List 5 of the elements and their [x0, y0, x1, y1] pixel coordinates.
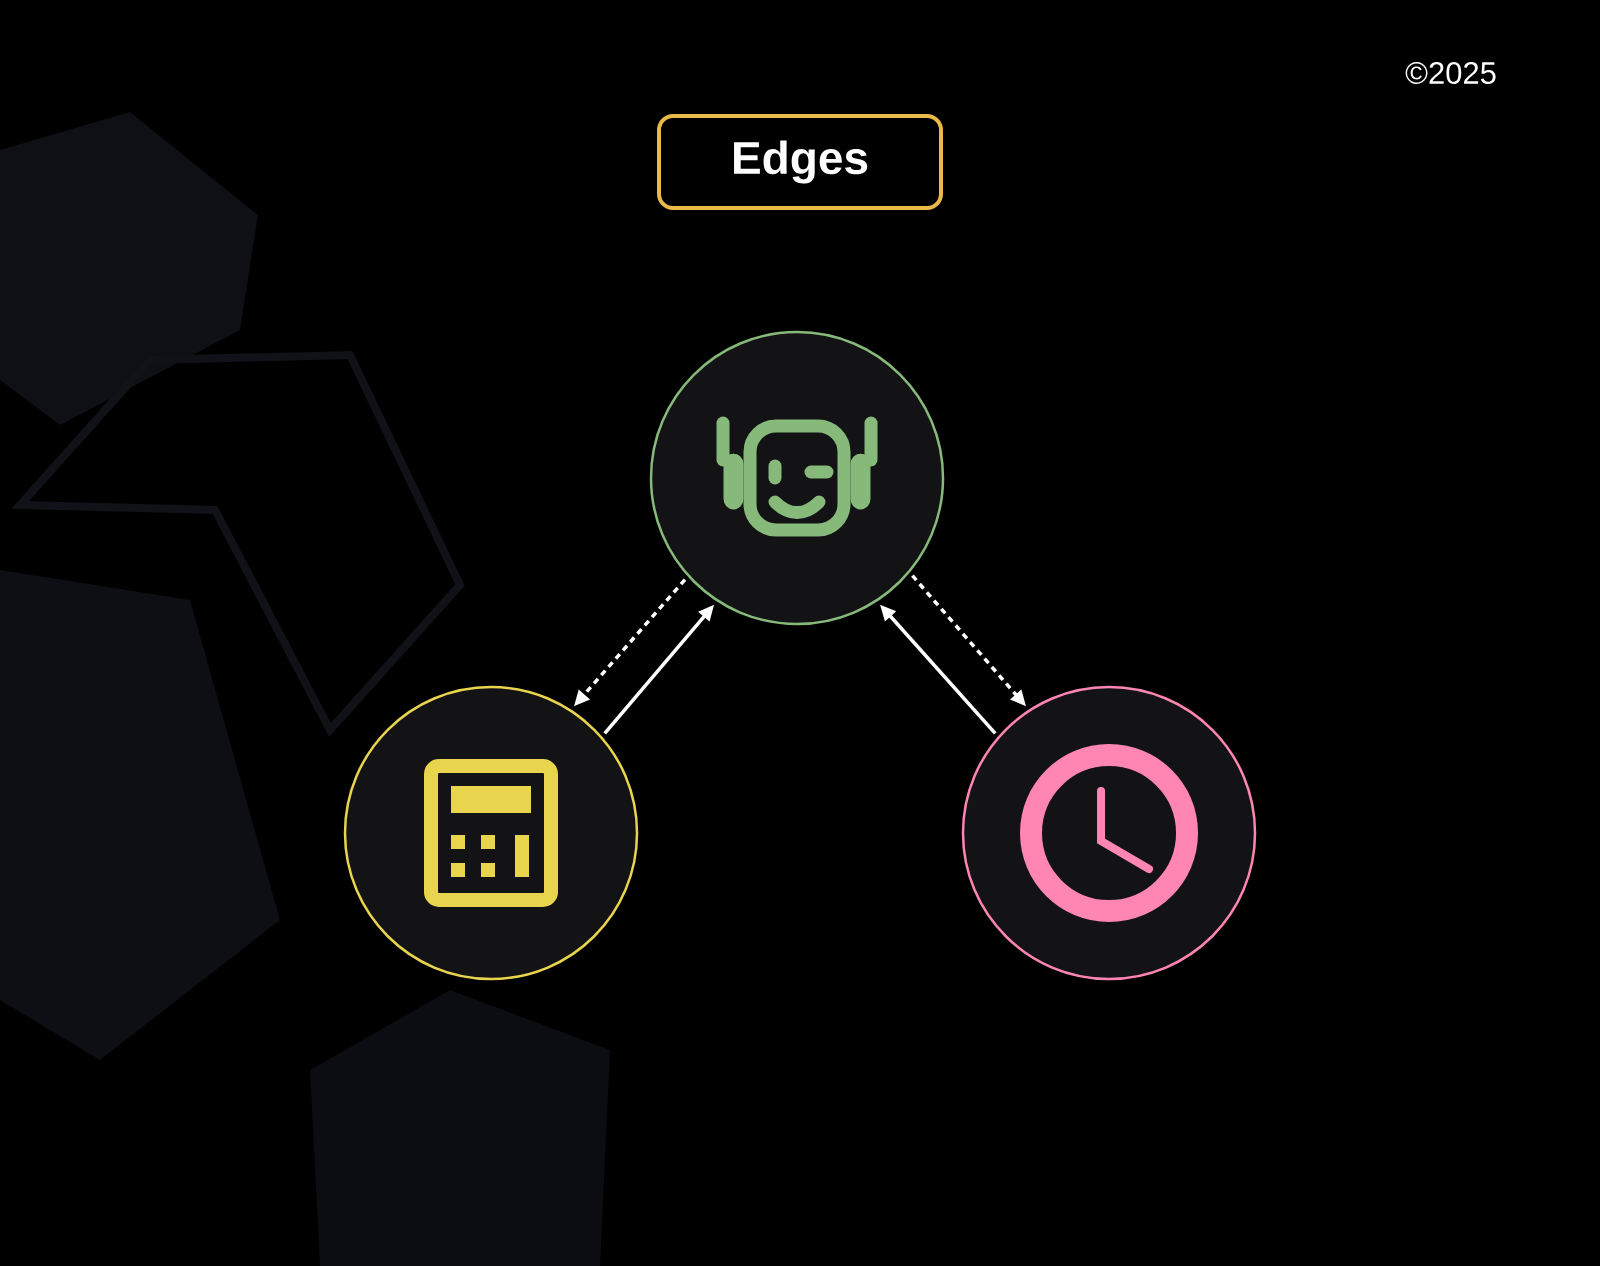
copyright-text: ©2025 [1405, 62, 1496, 84]
icon-circle [961, 685, 1257, 981]
icon-circle [343, 685, 639, 981]
icon-circle [649, 330, 945, 626]
title-box: Edges [657, 114, 943, 210]
